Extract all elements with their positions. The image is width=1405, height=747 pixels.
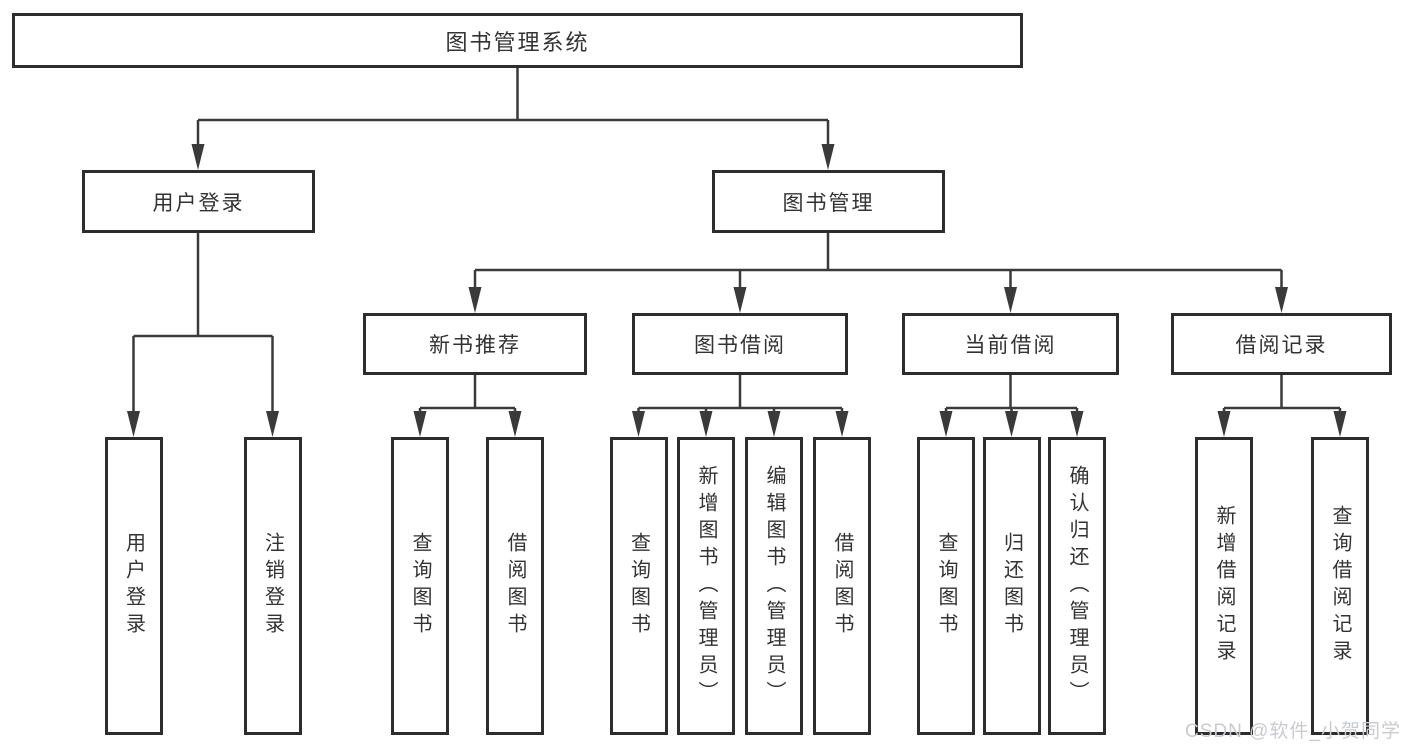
node-book-management: 图书管理	[712, 170, 945, 233]
node-current-borrowing: 当前借阅	[902, 313, 1119, 375]
leaf-user-login: 用户登录	[104, 437, 163, 735]
node-borrowing-records: 借阅记录	[1171, 313, 1392, 375]
leaf-edit-books-admin: 编辑图书（管理员）	[745, 437, 803, 735]
leaf-query-books-recommend: 查询图书	[391, 437, 449, 735]
leaf-query-borrow-record: 查询借阅记录	[1311, 437, 1369, 735]
node-library-management-system: 图书管理系统	[12, 13, 1023, 68]
leaf-query-books-borrowing: 查询图书	[609, 437, 668, 735]
node-new-book-recommend: 新书推荐	[363, 313, 587, 375]
csdn-watermark: CSDN @软件_小贺同学	[1185, 721, 1401, 742]
leaf-borrow-books-recommend: 借阅图书	[486, 437, 544, 735]
leaf-query-books-current: 查询图书	[917, 437, 975, 735]
leaf-logout: 注销登录	[243, 437, 302, 735]
leaf-return-books: 归还图书	[982, 437, 1041, 735]
leaf-add-books-admin: 新增图书（管理员）	[677, 437, 735, 735]
leaf-confirm-return-admin: 确认归还（管理员）	[1048, 437, 1106, 735]
leaf-borrow-books-borrowing: 借阅图书	[813, 437, 871, 735]
node-book-borrowing: 图书借阅	[632, 313, 848, 375]
leaf-add-borrow-record: 新增借阅记录	[1195, 437, 1253, 735]
node-user-login: 用户登录	[82, 170, 315, 233]
